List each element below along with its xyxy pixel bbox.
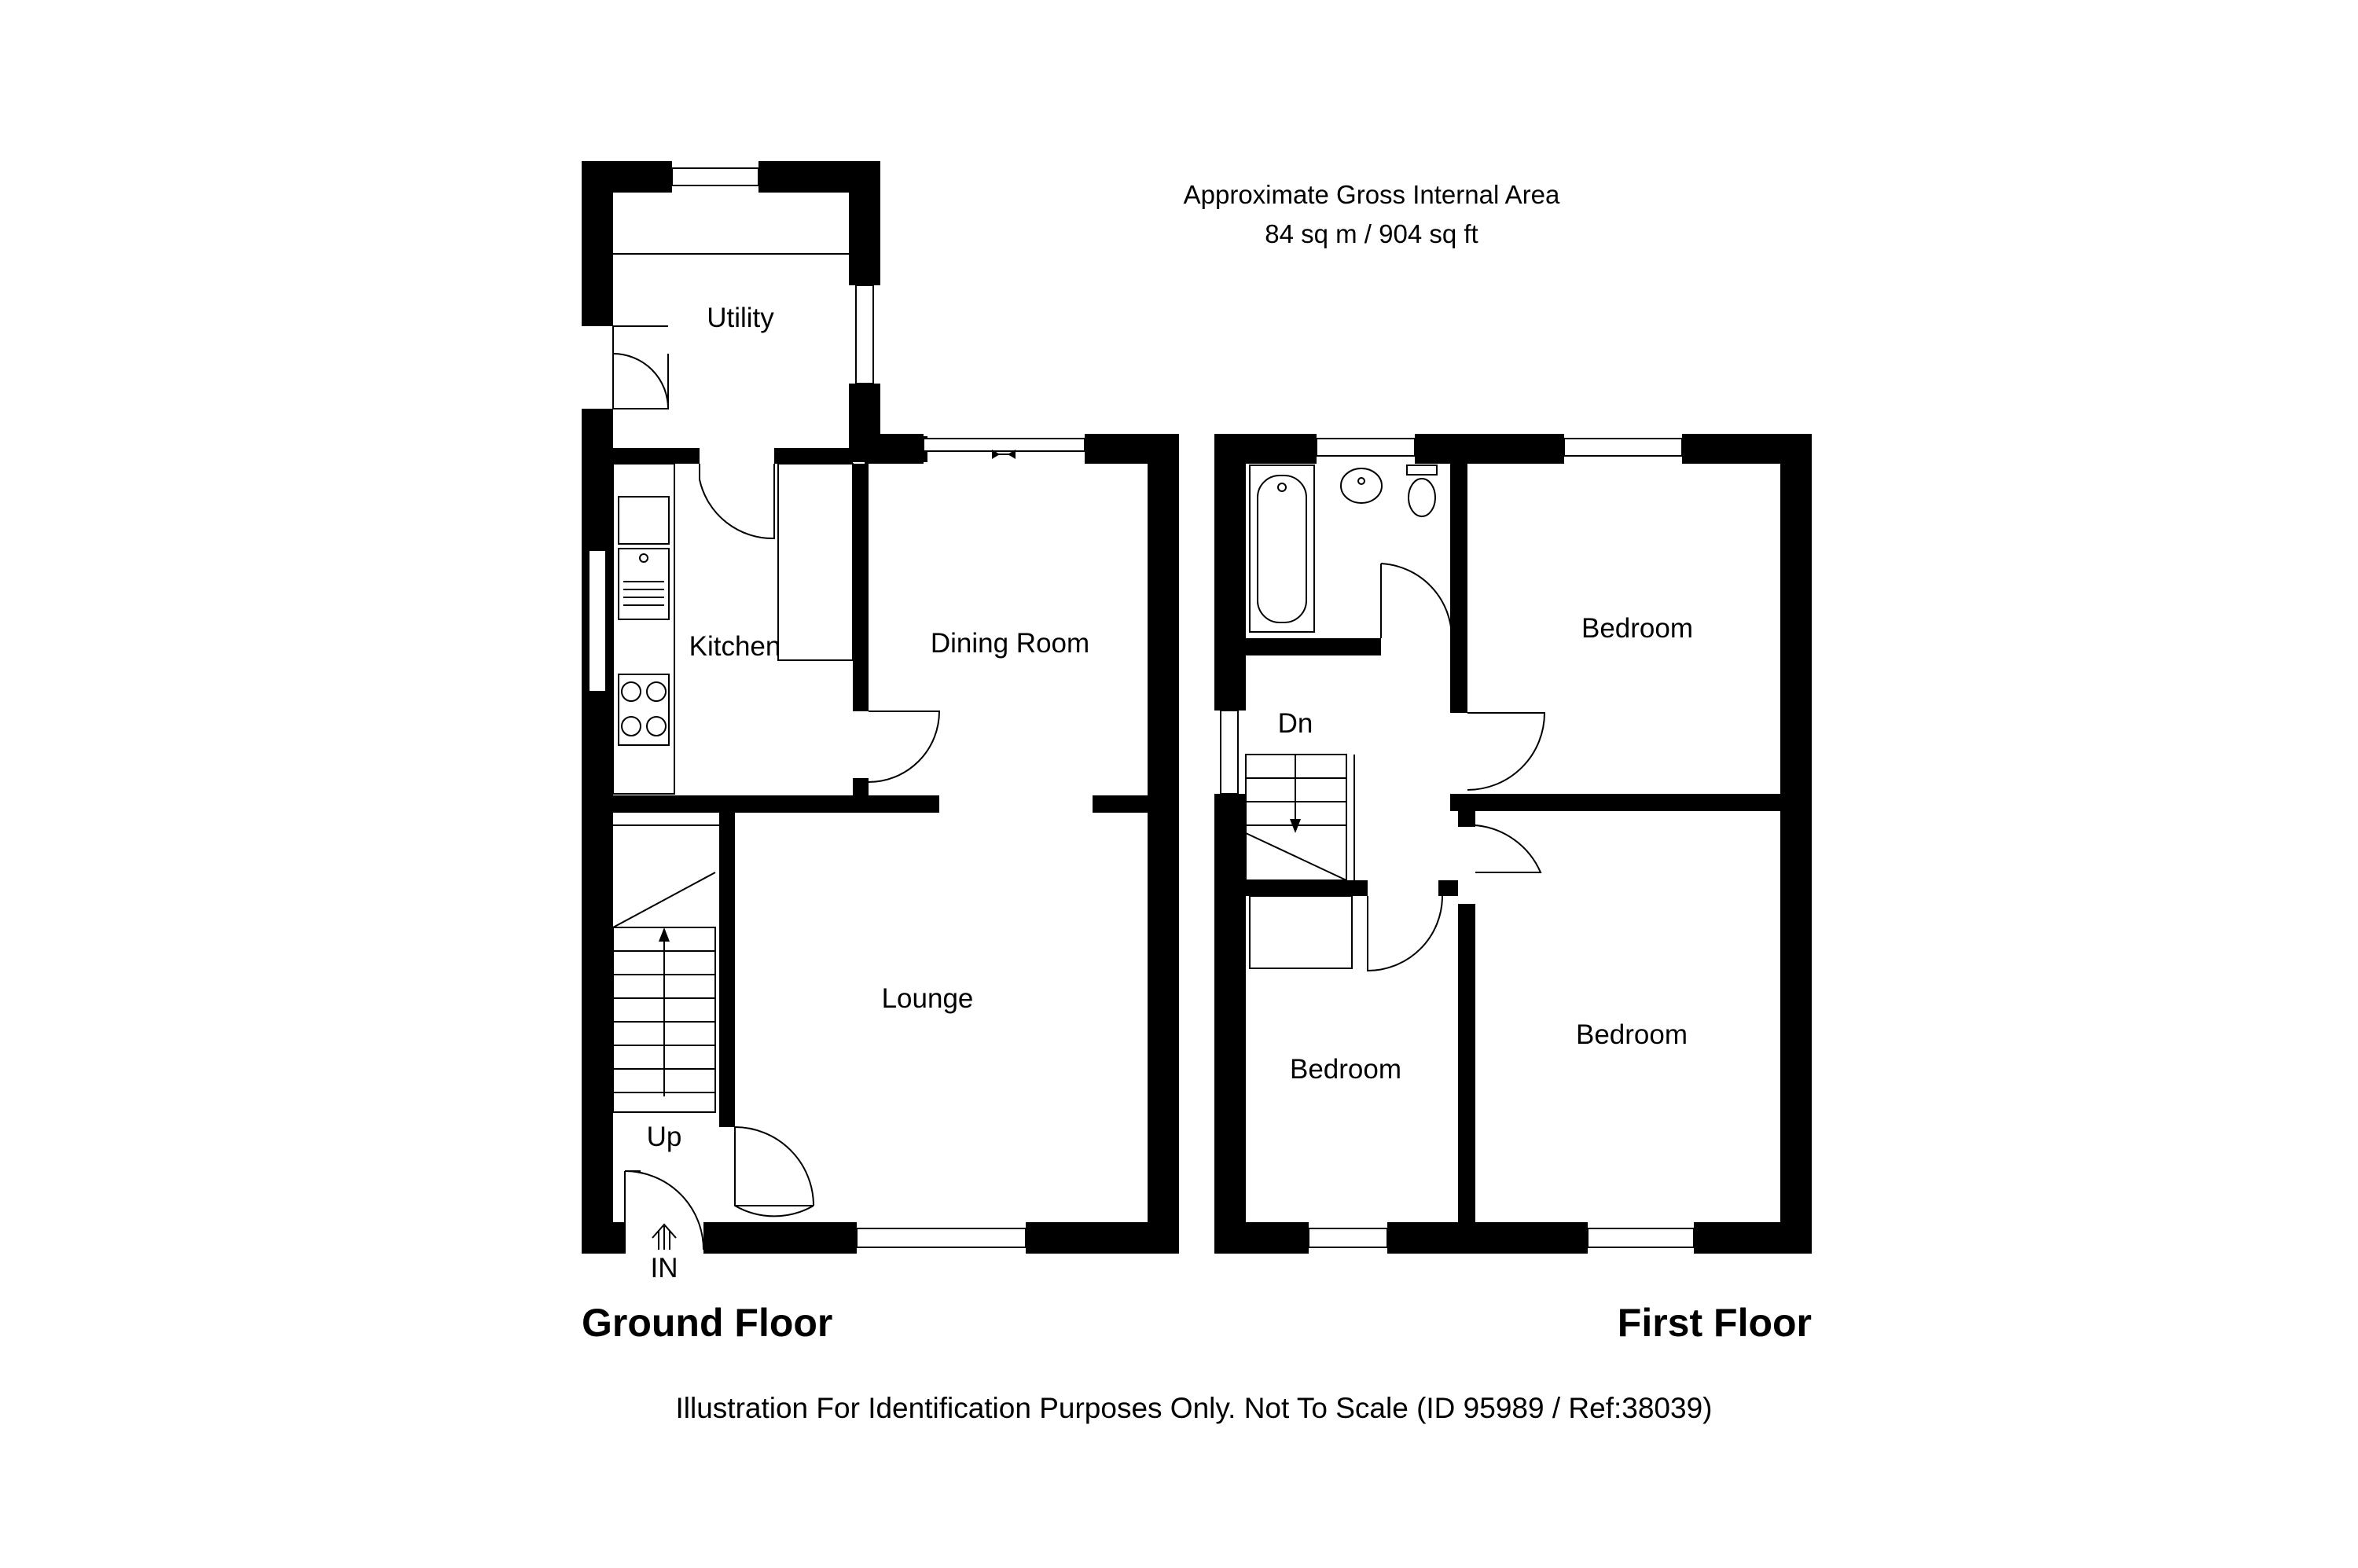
landing-window <box>1220 710 1239 795</box>
first-right-wall <box>1780 434 1812 1254</box>
area-value: 84 sq m / 904 sq ft <box>1265 219 1478 248</box>
ground-right-wall <box>1148 434 1179 1254</box>
kitchen-window <box>588 549 607 692</box>
ground-floor-title: Ground Floor <box>582 1301 832 1345</box>
first-floor-title: First Floor <box>1618 1301 1812 1345</box>
bedroom-2-window <box>1587 1228 1695 1248</box>
bathroom-door <box>1380 563 1453 639</box>
room-label-kitchen: Kitchen <box>689 631 781 662</box>
first-floor-plan <box>1214 434 1812 1254</box>
room-label-utility: Utility <box>707 303 774 333</box>
room-label-bedroom-1: Bedroom <box>1581 613 1693 644</box>
area-title: Approximate Gross Internal Area <box>1184 180 1560 209</box>
entrance-label: IN <box>651 1253 678 1283</box>
ground-left-wall <box>582 409 613 1254</box>
lounge-door <box>734 1127 814 1217</box>
bedroom-2-door <box>1475 824 1542 873</box>
room-label-bedroom-2: Bedroom <box>1576 1019 1688 1050</box>
front-door <box>624 1170 704 1254</box>
ground-floor-plan <box>582 161 1179 1254</box>
room-label-dining-room: Dining Room <box>931 628 1089 659</box>
bedroom-3-window <box>1308 1228 1388 1248</box>
room-label-lounge: Lounge <box>882 983 974 1014</box>
bedroom-1-door <box>1467 712 1546 791</box>
first-stairs <box>1245 754 1355 881</box>
dining-patio-doors <box>923 438 1085 452</box>
stairs-down-label: Dn <box>1278 708 1313 739</box>
kitchen-fittings <box>612 463 854 795</box>
bedroom-3-door <box>1367 895 1443 972</box>
stairs-up-label: Up <box>647 1122 682 1152</box>
ground-stairs <box>612 824 719 1113</box>
bathroom-fittings <box>1249 465 1438 633</box>
disclaimer: Illustration For Identification Purposes… <box>676 1392 1713 1424</box>
room-label-bedroom-3: Bedroom <box>1290 1054 1401 1085</box>
bedroom-1-window <box>1563 438 1683 457</box>
kitchen-dining-door <box>868 711 941 783</box>
bathroom-window <box>1316 438 1416 457</box>
lounge-window <box>856 1228 1027 1248</box>
utility-door <box>612 325 670 409</box>
utility-window-side <box>855 285 874 384</box>
bedroom-3-cupboard <box>1249 895 1353 969</box>
entrance-arrow-icon <box>652 1223 677 1250</box>
utility-window-top <box>671 167 759 186</box>
kitchen-utility-door <box>699 464 775 540</box>
